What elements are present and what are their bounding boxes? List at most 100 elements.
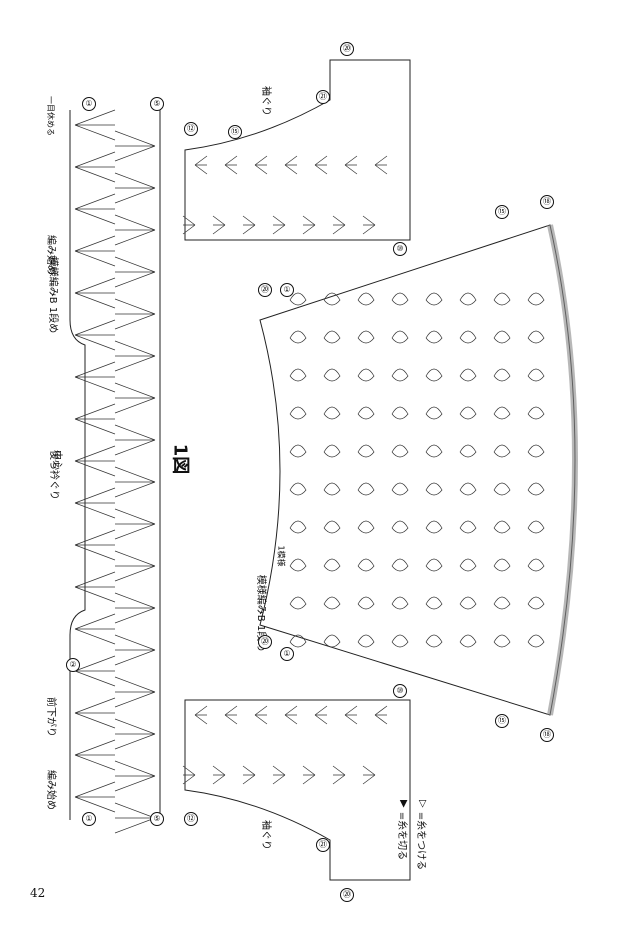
body-wedge: [259, 224, 576, 716]
filled-triangle-icon: ▶: [398, 800, 409, 808]
figure-label: 1図: [169, 443, 191, 475]
pineapple-motif: [425, 482, 443, 496]
pineapple-motif: [289, 292, 307, 306]
stitch-fan: [114, 466, 156, 498]
stitch-fan: [344, 155, 358, 175]
pineapple-motif: [289, 406, 307, 420]
stitch-fan: [74, 235, 116, 267]
row-marker: ⑮: [495, 714, 509, 728]
pineapple-motif: [459, 558, 477, 572]
stitch-fan: [224, 705, 238, 725]
stitch-fan: [302, 215, 316, 235]
pineapple-motif: [459, 292, 477, 306]
pineapple-motif: [493, 292, 511, 306]
pineapple-motif: [357, 330, 375, 344]
stitch-fan: [314, 155, 328, 175]
stitch-fan: [362, 765, 376, 785]
stitch-fan: [114, 382, 156, 414]
pineapple-motif: [357, 520, 375, 534]
pineapple-motif: [357, 558, 375, 572]
pineapple-motif: [425, 634, 443, 648]
label-center: 中心: [51, 450, 62, 470]
label-front-drop: 前下がり: [45, 697, 56, 737]
pineapple-motif: [391, 596, 409, 610]
stitch-fan: [114, 172, 156, 204]
legend-row-attach: ▷ =糸をつける: [415, 800, 430, 870]
pineapple-motif: [527, 482, 545, 496]
pineapple-motif: [357, 444, 375, 458]
pineapple-motif: [493, 444, 511, 458]
stitch-fan: [114, 130, 156, 162]
pineapple-motif: [527, 634, 545, 648]
row-marker: ⑫: [184, 812, 198, 826]
stitch-fan: [74, 277, 116, 309]
pineapple-motif: [391, 520, 409, 534]
pineapple-motif: [425, 558, 443, 572]
stitch-fan: [74, 319, 116, 351]
row-marker: ㉑: [316, 838, 330, 852]
pineapple-motif: [357, 596, 375, 610]
pineapple-motif: [289, 558, 307, 572]
pineapple-motif: [527, 406, 545, 420]
stitch-fan: [212, 765, 226, 785]
row-marker: ⑩: [393, 242, 407, 256]
stitch-fan: [114, 508, 156, 540]
pineapple-motif: [357, 482, 375, 496]
stitch-fan: [332, 215, 346, 235]
stitch-fan: [284, 155, 298, 175]
pineapple-motif: [425, 520, 443, 534]
stitch-fan: [254, 155, 268, 175]
stitch-fan: [114, 256, 156, 288]
pineapple-motif: [493, 520, 511, 534]
pineapple-motif: [493, 596, 511, 610]
pineapple-motif: [493, 482, 511, 496]
pineapple-motif: [289, 368, 307, 382]
pineapple-motif: [391, 634, 409, 648]
row-marker: ①: [280, 283, 294, 297]
stitch-motifs: [74, 109, 545, 834]
pineapple-motif: [391, 482, 409, 496]
stitch-fan: [182, 765, 196, 785]
pineapple-motif: [527, 596, 545, 610]
pineapple-motif: [425, 596, 443, 610]
pineapple-motif: [323, 444, 341, 458]
stitch-fan: [114, 718, 156, 750]
pineapple-motif: [527, 292, 545, 306]
pineapple-motif: [323, 406, 341, 420]
row-marker: ⑩: [393, 684, 407, 698]
row-marker: ⑳: [258, 635, 272, 649]
sleeve-band-top: [184, 59, 411, 241]
pineapple-motif: [323, 596, 341, 610]
pineapple-motif: [323, 330, 341, 344]
pineapple-motif: [391, 444, 409, 458]
row-marker: ⑮: [228, 125, 242, 139]
pineapple-motif: [527, 520, 545, 534]
stitch-fan: [114, 676, 156, 708]
pineapple-motif: [289, 444, 307, 458]
pineapple-motif: [493, 634, 511, 648]
stitch-fan: [74, 529, 116, 561]
pineapple-motif: [527, 558, 545, 572]
pineapple-motif: [391, 558, 409, 572]
stitch-fan: [74, 781, 116, 813]
pineapple-motif: [323, 482, 341, 496]
pineapple-motif: [357, 368, 375, 382]
label-start-2: 編み始め: [45, 770, 56, 810]
stitch-fan: [74, 445, 116, 477]
pineapple-motif: [289, 520, 307, 534]
legend-cut-label: =糸を切る: [396, 811, 407, 861]
pineapple-motif: [323, 368, 341, 382]
stitch-fan: [374, 155, 388, 175]
label-sleeve-edge-bottom: 袖ぐり: [260, 820, 271, 850]
pineapple-motif: [425, 330, 443, 344]
row-marker: ①: [82, 812, 96, 826]
pineapple-motif: [391, 368, 409, 382]
row-marker: ⑱: [540, 195, 554, 209]
label-one-pattern: 1模様: [276, 545, 286, 567]
stitch-fan: [114, 592, 156, 624]
pineapple-motif: [357, 292, 375, 306]
stitch-fan: [114, 424, 156, 456]
pineapple-motif: [425, 406, 443, 420]
